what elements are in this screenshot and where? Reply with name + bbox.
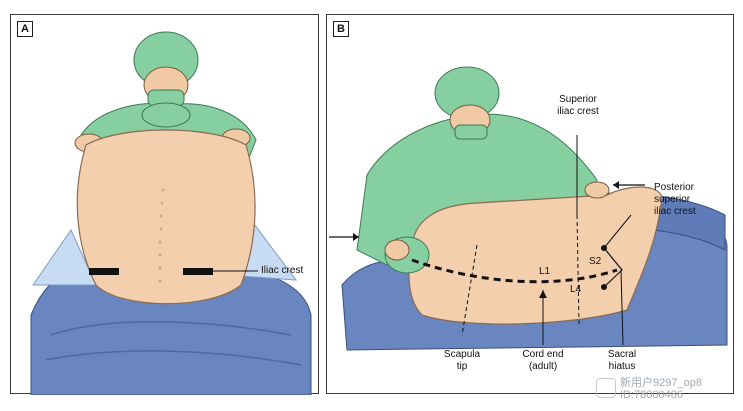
- patient-body-b: [408, 186, 663, 325]
- label-l1: L1: [539, 266, 551, 277]
- label-superior-iliac-crest: Superior iliac crest: [557, 94, 599, 117]
- iliac-marker-left: [89, 268, 119, 275]
- panel-a: A Iliac crest: [10, 14, 319, 395]
- iliac-marker-right: [183, 268, 213, 275]
- label-psis: Posterior superior iliac crest: [654, 182, 696, 217]
- label-l4: L4: [570, 284, 582, 295]
- label-iliac-crest: Iliac crest: [261, 265, 304, 276]
- label-s2: S2: [589, 256, 602, 267]
- iliac-crest-line: [411, 258, 618, 284]
- panel-a-badge: A: [17, 21, 33, 37]
- panel-a-illustration: [30, 31, 312, 395]
- label-sacral-hiatus: Sacral hiatus: [607, 349, 637, 372]
- panel-b: B: [326, 14, 734, 394]
- label-cord-end: Cord end (adult): [522, 349, 564, 372]
- label-scapula-tip: Scapula tip: [443, 349, 481, 372]
- watermark-logo-icon: [596, 378, 616, 398]
- panel-b-illustration: [329, 66, 728, 351]
- watermark-line1: 新用户9297_op8: [620, 377, 702, 389]
- patient-back-a: [76, 129, 256, 305]
- panel-b-badge: B: [333, 21, 349, 37]
- watermark-line2: ID:78000486: [620, 389, 683, 401]
